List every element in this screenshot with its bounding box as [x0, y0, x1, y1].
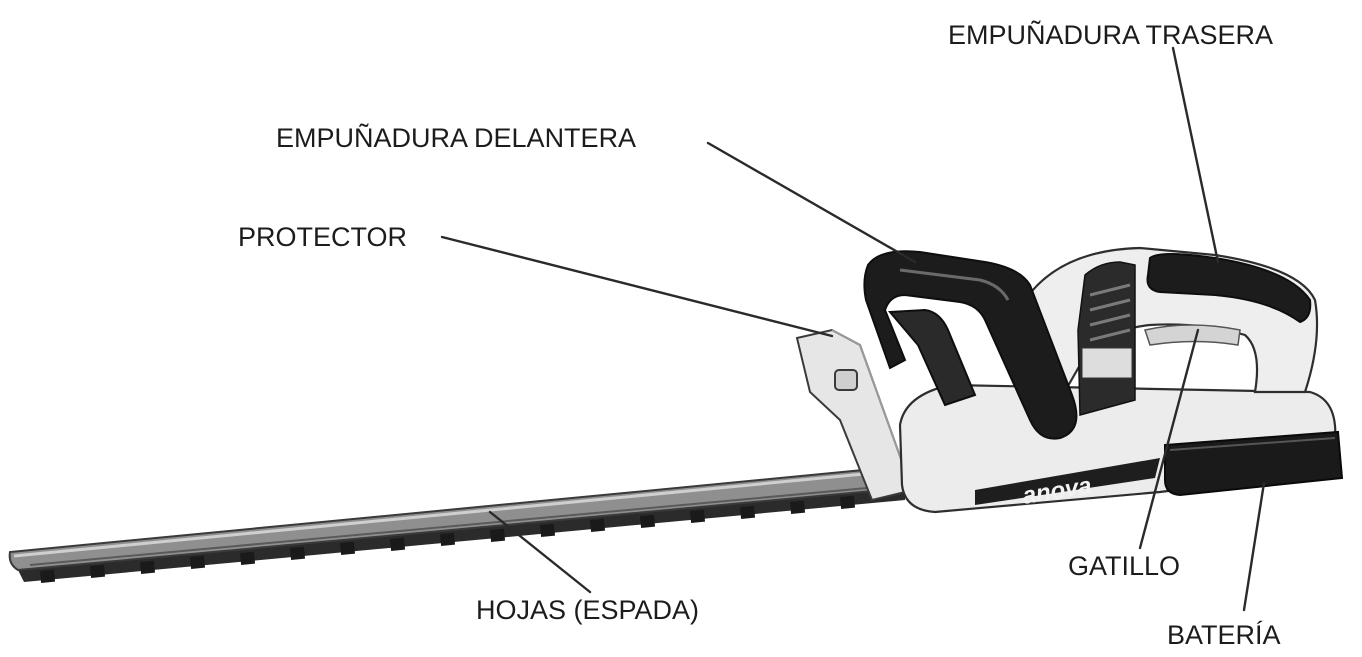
label-trigger: GATILLO — [1068, 551, 1180, 581]
leader-blades — [488, 510, 592, 594]
blade-bar-groove — [29, 484, 901, 566]
label-rear-handle: EMPUÑADURA TRASERA — [948, 19, 1273, 50]
vent-slats — [1089, 283, 1131, 342]
rear-handle-grip — [1146, 253, 1312, 324]
guard-knob — [834, 369, 858, 391]
blade-teeth — [18, 488, 905, 582]
brand-stripe — [975, 458, 1160, 505]
front-handle-grip — [863, 250, 1078, 440]
label-guard: PROTECTOR — [238, 222, 407, 252]
spec-label — [1081, 347, 1133, 379]
blade-teeth-row — [40, 495, 856, 583]
battery-pack — [1164, 430, 1344, 497]
leader-trigger — [1138, 328, 1200, 550]
label-battery: BATERÍA — [1167, 620, 1281, 650]
leader-battery — [1242, 481, 1266, 612]
blade-assembly — [8, 464, 906, 583]
leader-rear-handle — [1171, 46, 1220, 264]
label-blades: HOJAS (ESPADA) — [476, 595, 699, 625]
leader-guard — [440, 235, 834, 338]
blade-bar-highlight — [13, 468, 906, 558]
label-front-handle: EMPUÑADURA DELANTERA — [276, 122, 636, 153]
trigger — [1144, 324, 1241, 346]
leader-lines — [440, 46, 1266, 612]
leader-front-handle — [706, 141, 917, 264]
